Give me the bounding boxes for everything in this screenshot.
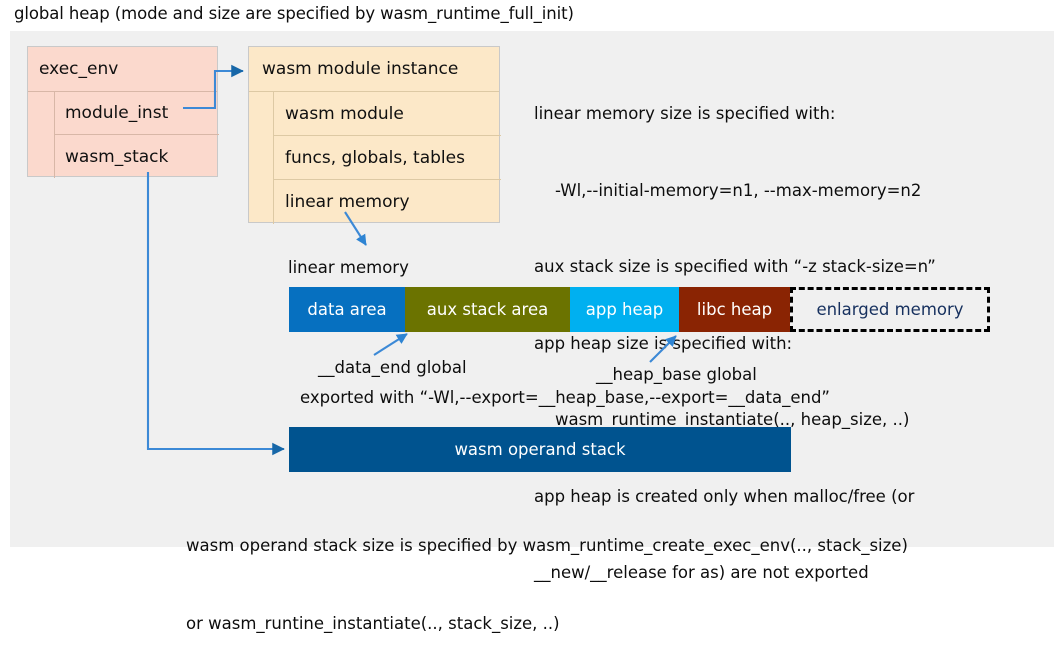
memory-segment-data-area: data area	[289, 287, 405, 332]
wasm-operand-stack-box: wasm operand stack	[289, 427, 791, 472]
linear-memory-label: linear memory	[288, 258, 409, 277]
wasm-module-instance-gutter	[249, 92, 274, 224]
note-line: aux stack size is specified with “-z sta…	[534, 257, 936, 276]
page-title: global heap (mode and size are specified…	[14, 4, 574, 23]
wmi-field-wasm-module: wasm module	[274, 92, 501, 136]
wasm-module-instance-header: wasm module instance	[249, 47, 499, 92]
operand-stack-notes: wasm operand stack size is specified by …	[186, 481, 908, 663]
bottom-note-line: wasm operand stack size is specified by …	[186, 536, 908, 555]
memory-segment-app-heap: app heap	[570, 287, 679, 332]
note-line: app heap is created only when malloc/fre…	[534, 486, 915, 506]
exec-env-header: exec_env	[28, 47, 217, 92]
annotation-exported: exported with “-Wl,--export=__heap_base,…	[300, 388, 830, 407]
bottom-note-line: or wasm_runtine_instantiate(.., stack_si…	[186, 614, 560, 633]
note-line: linear memory size is specified with:	[534, 104, 836, 123]
wasm-module-instance-box: wasm module instance wasm module funcs, …	[248, 46, 501, 224]
memory-segment-libc-heap: libc heap	[679, 287, 790, 332]
memory-config-notes: linear memory size is specified with: -W…	[534, 50, 1048, 611]
memory-segment-aux-stack-area: aux stack area	[405, 287, 570, 332]
exec-env-field-module-inst: module_inst	[55, 92, 219, 135]
exec-env-field-wasm-stack: wasm_stack	[65, 146, 169, 167]
exec-env-gutter	[28, 92, 55, 178]
wmi-field-linear-memory: linear memory	[285, 192, 410, 212]
memory-segment-enlarged-memory: enlarged memory	[790, 287, 990, 332]
note-line: app heap size is specified with:	[534, 333, 793, 353]
note-line: -Wl,--initial-memory=n1, --max-memory=n2	[534, 180, 922, 200]
exec-env-box: exec_env module_inst wasm_stack	[27, 46, 219, 178]
annotation-data-end: __data_end global	[318, 358, 467, 377]
annotation-heap-base: __heap_base global	[596, 365, 757, 384]
note-line: wasm_runtime_instantiate(.., heap_size, …	[534, 410, 910, 429]
wmi-field-funcs-globals-tables: funcs, globals, tables	[274, 136, 501, 180]
